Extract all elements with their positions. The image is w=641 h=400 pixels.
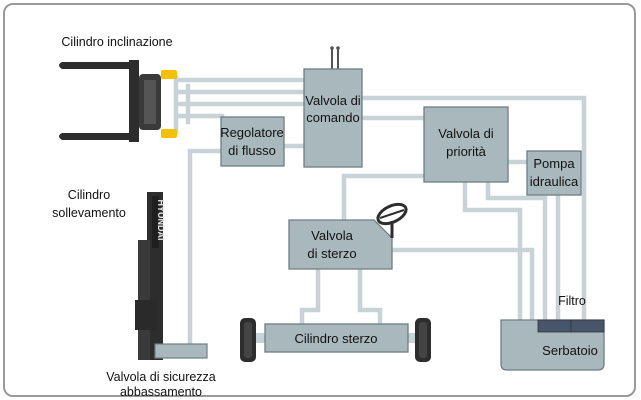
- pompa-label-1: Pompa: [533, 156, 575, 171]
- regolatore-label-1: Regolatore: [220, 125, 284, 140]
- valvola-sicurezza-label-2: abbassamento: [120, 385, 202, 399]
- valvola-sterzo-label-1: Valvola: [311, 228, 353, 243]
- regolatore-flusso-box: Regolatore di flusso: [220, 116, 285, 167]
- filtro-label: Filtro: [558, 294, 586, 308]
- hydraulic-lines: [173, 75, 587, 347]
- cilindro-sterzo-label: Cilindro sterzo: [294, 331, 377, 346]
- mast-brand-text: HYUNDAI: [156, 199, 166, 240]
- lift-mast: HYUNDAI: [135, 192, 208, 360]
- control-levers: [330, 46, 340, 70]
- regolatore-label-2: di flusso: [228, 143, 276, 158]
- cilindro-sollevamento-label-1: Cilindro: [68, 188, 110, 202]
- cilindro-sollevamento-label-2: sollevamento: [52, 206, 126, 220]
- pompa-idraulica-box: Pompa idraulica: [526, 150, 582, 196]
- pompa-label-2: idraulica: [530, 174, 579, 189]
- valvola-priorita-label-2: priorità: [446, 144, 487, 159]
- serbatoio-label: Serbatoio: [542, 343, 598, 358]
- valvola-priorita-box: Valvola di priorità: [423, 106, 509, 183]
- valvola-sterzo-label-2: di sterzo: [307, 246, 356, 261]
- valvola-priorita-label-1: Valvola di: [438, 126, 494, 141]
- valvola-comando-box: Valvola di comando: [303, 68, 363, 168]
- steering-wheel-icon: [376, 202, 408, 238]
- valvola-sterzo-box: Valvola di sterzo: [288, 219, 393, 270]
- cilindro-inclinazione-label: Cilindro inclinazione: [61, 35, 172, 49]
- fork-assembly: [59, 60, 177, 142]
- serbatoio-box: Serbatoio: [500, 319, 605, 371]
- valvola-comando-label-1: Valvola di: [305, 93, 361, 108]
- valvola-comando-label-2: comando: [306, 110, 359, 125]
- cilindro-sterzo-assembly: Cilindro sterzo: [240, 318, 431, 362]
- valvola-sicurezza-label-1: Valvola di sicurezza: [106, 370, 216, 384]
